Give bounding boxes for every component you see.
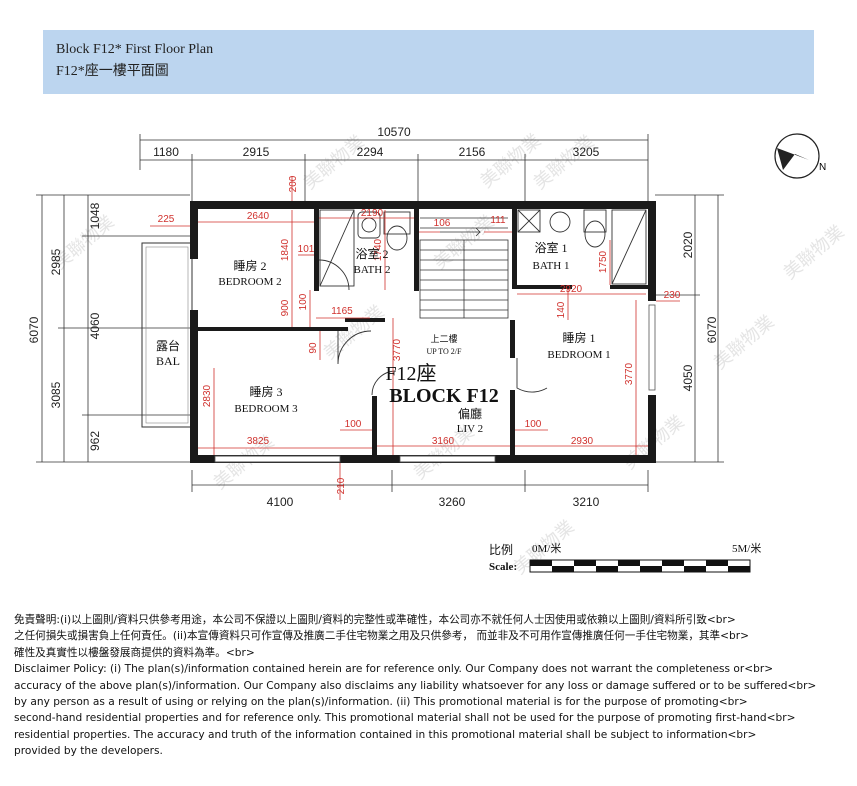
scale-label-zh: 比例: [489, 543, 513, 557]
dim-101: 101: [298, 244, 315, 255]
disclaimer-line: accuracy of the above plan(s)/informatio…: [14, 679, 817, 692]
balcony-zh-label: 露台: [156, 338, 180, 353]
dim-right-total: 6070: [705, 316, 719, 343]
living-zh-label: 偏廳: [458, 406, 482, 421]
living-en-label: LIV 2: [457, 423, 483, 435]
dim-3160: 3160: [432, 436, 455, 447]
doors: [318, 259, 548, 396]
scale-bar: 比例 Scale: 0M/米 5M/米: [489, 542, 761, 573]
plan-title-banner: Block F12* First Floor Plan F12*座一樓平面圖: [43, 30, 814, 94]
dim-900: 900: [280, 299, 291, 316]
block-en-label: BLOCK F12: [389, 385, 498, 407]
dim-90: 90: [308, 342, 319, 354]
stairs-zh-label: 上二樓: [430, 333, 457, 344]
north-compass: N: [774, 133, 826, 179]
disclaimer-line: Disclaimer Policy: (i) The plan(s)/infor…: [14, 663, 774, 676]
disclaimer-line: 之任何損失或損害負上任何責任。(ii)本宣傳資料只可作宣傳及推廣二手住宅物業之用…: [14, 630, 749, 643]
bedroom2-en-label: BEDROOM 2: [218, 276, 281, 288]
bedroom1-zh-label: 睡房 1: [562, 330, 595, 345]
bath2-zh-label: 浴室 2: [355, 246, 388, 261]
watermark-text: 美聯物業: [300, 131, 368, 193]
dim-100b: 100: [345, 419, 362, 430]
dim-2930: 2930: [571, 436, 594, 447]
watermark-text: 美聯物業: [780, 221, 848, 283]
dim-230: 230: [664, 290, 681, 301]
dim-3770-left: 3770: [392, 338, 403, 361]
bedroom1-en-label: BEDROOM 1: [547, 349, 610, 361]
dim-3825: 3825: [247, 436, 270, 447]
bedroom3-zh-label: 睡房 3: [249, 384, 282, 399]
dim-2640: 2640: [247, 211, 270, 222]
dim-1750: 1750: [598, 250, 609, 273]
disclaimer-line: 免責聲明:(i)以上圖則/資料只供參考用途，本公司不保證以上圖則/資料的完整性或…: [14, 614, 736, 626]
red-dimension-labels: 225 200 2640 2190 106 111 1840 1740 101 …: [158, 175, 681, 494]
scale-end-label: 5M/米: [732, 542, 761, 555]
stairs-en-label: UP TO 2/F: [427, 347, 463, 356]
dim-3770-right: 3770: [624, 362, 635, 385]
watermark-text: 美聯物業: [320, 301, 388, 363]
dim-2190: 2190: [361, 208, 384, 219]
staircase: [419, 217, 509, 319]
disclaimer-line: second-hand residential properties and f…: [14, 712, 796, 725]
bath1-zh-label: 浴室 1: [534, 240, 567, 255]
dim-top-2: 2915: [243, 145, 270, 159]
disclaimer-line: residential properties. The accuracy and…: [14, 728, 757, 741]
balcony: [141, 242, 193, 428]
bedroom2-zh-label: 睡房 2: [233, 258, 266, 273]
dim-left-mid-2: 3085: [49, 381, 63, 408]
dim-2920: 2920: [560, 284, 583, 295]
compass-arrow-icon: [777, 148, 809, 170]
title-chinese: F12*座一樓平面圖: [56, 64, 169, 79]
dim-left-inner-3: 962: [88, 431, 102, 451]
watermark-text: 美聯物業: [710, 311, 778, 373]
dim-top-1: 1180: [153, 145, 179, 159]
dim-200: 200: [288, 175, 299, 192]
dim-100a: 100: [298, 293, 309, 310]
dim-106: 106: [434, 218, 451, 229]
disclaimer-line: provided by the developers.: [14, 745, 163, 758]
disclaimer-line: by any person as a result of using or re…: [14, 695, 748, 708]
dim-1165: 1165: [331, 306, 353, 317]
disclaimer-block: 免責聲明:(i)以上圖則/資料只供參考用途，本公司不保證以上圖則/資料的完整性或…: [14, 612, 854, 760]
dim-top-4: 2156: [459, 145, 486, 159]
bedroom3-en-label: BEDROOM 3: [234, 403, 298, 415]
dim-2830: 2830: [202, 384, 213, 407]
dim-left-inner-1: 1048: [88, 202, 102, 229]
windows: [214, 304, 656, 463]
dimension-labels: 10570 1180 2915 2294 2156 3205 4100 3260…: [27, 125, 719, 509]
block-zh-label: F12座: [385, 362, 436, 385]
dim-140: 140: [556, 301, 567, 318]
dim-left-inner-2: 4060: [88, 312, 102, 339]
dim-bottom-3: 3210: [573, 495, 600, 509]
scale-start-label: 0M/米: [532, 542, 561, 555]
dim-bottom-1: 4100: [267, 495, 294, 509]
dim-100c: 100: [525, 419, 542, 430]
dim-top-5: 3205: [573, 145, 600, 159]
dimension-lines: [36, 134, 724, 492]
red-dimensions: [150, 176, 680, 500]
dim-total-top: 10570: [377, 125, 411, 139]
dim-1840: 1840: [280, 238, 291, 261]
dim-111: 111: [490, 215, 506, 226]
scale-label-en: Scale:: [489, 561, 517, 573]
dim-right-lower: 4050: [681, 364, 695, 391]
bath-fixtures: [319, 209, 647, 287]
dim-1740: 1740: [373, 238, 384, 261]
bath1-en-label: BATH 1: [533, 260, 570, 272]
room-labels: 睡房 2 BEDROOM 2 浴室 2 BATH 2 浴室 1 BATH 1 露…: [156, 240, 611, 435]
dim-225: 225: [158, 214, 175, 225]
dim-top-3: 2294: [357, 145, 384, 159]
disclaimer-line: 確性及真實性以樓盤發展商提供的資料為準。<br>: [14, 646, 255, 659]
balcony-en-label: BAL: [156, 354, 180, 368]
dim-left-outer: 6070: [27, 316, 41, 343]
compass-north-label: N: [819, 162, 826, 173]
dim-right-upper: 2020: [681, 231, 695, 258]
title-english: Block F12* First Floor Plan: [56, 42, 214, 57]
dim-bottom-2: 3260: [439, 495, 466, 509]
bath2-en-label: BATH 2: [354, 264, 391, 276]
floor-plan: 美聯物業 美聯物業 美聯物業 美聯物業 美聯物業 美聯物業 美聯物業 美聯物業 …: [27, 125, 848, 578]
dim-left-mid-1: 2985: [49, 248, 63, 275]
dim-210: 210: [336, 477, 347, 494]
